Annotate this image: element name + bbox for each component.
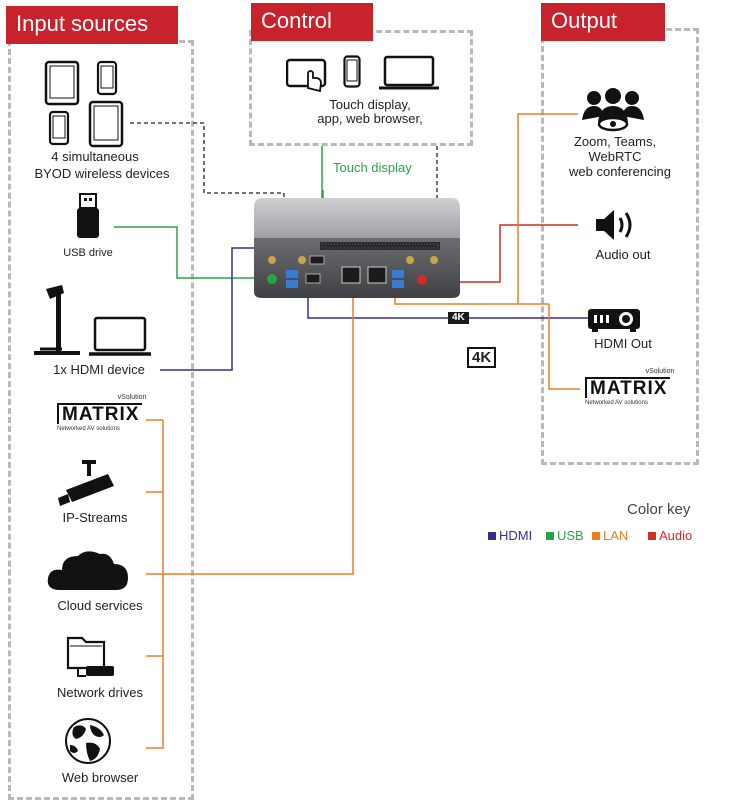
hdmi-out-label: HDMI Out	[594, 336, 652, 351]
conference-label-line1: Zoom, Teams,	[573, 134, 657, 149]
laptop-icon	[379, 55, 439, 90]
color-key-hdmi: HDMI	[488, 528, 532, 543]
4k-small-badge: 4K	[448, 312, 469, 324]
cloud-services-label: Cloud services	[57, 598, 143, 613]
matrix-output-logo-tag: vSolution	[645, 368, 675, 375]
matrix-input-logo-name: MATRIX	[57, 403, 143, 424]
projector-icon	[588, 309, 640, 332]
touch-display-label: Touch display	[333, 160, 412, 175]
touch-tablet-icon	[286, 58, 327, 92]
lan-swatch	[592, 532, 600, 540]
byod-devices-icon	[44, 60, 124, 148]
audio-swatch	[648, 532, 656, 540]
web-browser-label: Web browser	[61, 770, 139, 785]
cloud-icon	[47, 551, 128, 590]
byod-label-line1: 4 simultaneous	[51, 149, 139, 164]
audio-line	[422, 224, 578, 283]
smartphone-icon	[343, 55, 361, 88]
speaker-icon	[596, 210, 632, 240]
color-key-usb: USB	[546, 528, 584, 543]
matrix-output-logo: vSolution MATRIX Networked AV solutions	[585, 368, 674, 406]
control-label-line1: Touch display,	[329, 97, 411, 112]
output-header: Output	[541, 3, 665, 41]
input-sources-header: Input sources	[6, 6, 178, 44]
control-label-line2: app, web browser,	[317, 111, 423, 126]
matrix-input-logo: vSolution MATRIX Networked AV solutions	[57, 394, 146, 432]
hdmi-swatch	[488, 532, 496, 540]
lan-lines	[146, 113, 580, 749]
matrix-output-logo-name: MATRIX	[585, 377, 671, 398]
usb-swatch	[546, 532, 554, 540]
network-drive-icon	[66, 636, 114, 677]
matrix-input-logo-tag: vSolution	[117, 394, 147, 401]
usb-key-label: USB	[557, 528, 584, 543]
conference-label-line3: web conferencing	[569, 164, 671, 179]
color-key-lan: LAN	[592, 528, 628, 543]
4k-large-badge: 4K	[467, 347, 497, 368]
usb-drive-icon	[77, 193, 99, 238]
matrix-output-logo-subtitle: Networked AV solutions	[585, 400, 648, 406]
globe-icon	[65, 718, 111, 764]
hdmi-laptop-icon	[89, 316, 151, 356]
byod-label-line2: BYOD wireless devices	[34, 166, 170, 181]
ip-streams-label: IP-Streams	[62, 510, 128, 525]
document-camera-icon	[34, 285, 80, 355]
conference-label-line2: WebRTC	[588, 149, 642, 164]
audio-key-label: Audio	[659, 528, 693, 543]
ip-camera-icon	[58, 460, 114, 506]
network-drives-label: Network drives	[57, 685, 143, 700]
color-key-audio: Audio	[648, 528, 692, 543]
lan-key-label: LAN	[603, 528, 629, 543]
hdmi-device-label: 1x HDMI device	[53, 362, 145, 377]
audio-out-label: Audio out	[595, 247, 651, 262]
matrix-input-logo-subtitle: Networked AV solutions	[57, 426, 120, 432]
conference-people-icon	[582, 88, 644, 132]
hdmi-key-label: HDMI	[499, 528, 533, 543]
control-header: Control	[251, 3, 373, 41]
usb-drive-label: USB drive	[63, 247, 113, 259]
media-player-device	[254, 198, 460, 298]
color-key-title: Color key	[627, 501, 691, 518]
